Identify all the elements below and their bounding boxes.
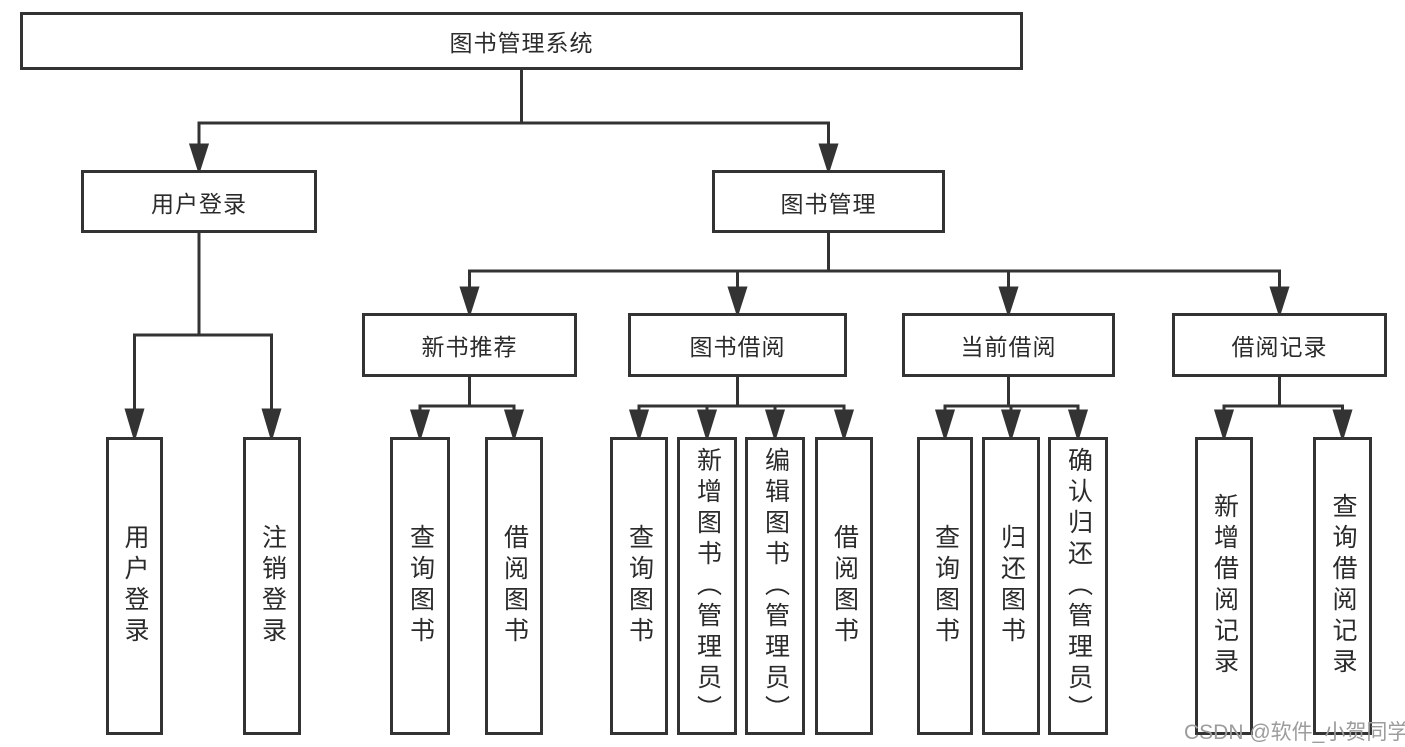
arrowhead bbox=[727, 286, 748, 318]
leaf-borrow-edit-books-admin: 编辑图书（管理员） bbox=[745, 437, 805, 735]
arrowhead bbox=[1000, 409, 1022, 443]
arrowhead bbox=[1269, 286, 1290, 318]
node-book-management: 图书管理 bbox=[712, 170, 945, 233]
arrowhead bbox=[1067, 409, 1089, 443]
arrowhead bbox=[833, 409, 855, 443]
arrowhead bbox=[696, 409, 718, 443]
arrowhead bbox=[188, 143, 210, 175]
leaf-logout: 注销登录 bbox=[243, 437, 301, 735]
arrowhead bbox=[818, 143, 839, 175]
leaf-current-return-books: 归还图书 bbox=[982, 437, 1040, 735]
arrowhead bbox=[261, 408, 282, 443]
leaf-current-query-books: 查询图书 bbox=[917, 437, 973, 735]
arrowhead bbox=[1332, 409, 1353, 443]
leaf-borrow-add-books-admin: 新增图书（管理员） bbox=[677, 437, 737, 735]
leaf-borrow-borrow-books: 借阅图书 bbox=[815, 437, 873, 735]
leaf-recommend-query-books: 查询图书 bbox=[390, 437, 450, 735]
node-book-borrowing: 图书借阅 bbox=[628, 313, 847, 377]
leaf-borrow-query-books: 查询图书 bbox=[610, 437, 668, 735]
leaf-records-add-borrow-record: 新增借阅记录 bbox=[1195, 437, 1253, 735]
arrowhead bbox=[409, 409, 431, 443]
leaf-records-query-borrow-record: 查询借阅记录 bbox=[1313, 437, 1372, 735]
arrowhead bbox=[628, 409, 650, 443]
node-library-system: 图书管理系统 bbox=[20, 12, 1023, 70]
csdn-watermark: CSDN @软件_小贺同学 bbox=[1184, 721, 1405, 744]
arrowhead bbox=[124, 408, 145, 443]
node-current-borrowing: 当前借阅 bbox=[902, 313, 1115, 377]
arrowhead bbox=[1213, 409, 1235, 443]
arrowhead bbox=[459, 286, 480, 318]
leaf-user-login: 用户登录 bbox=[106, 437, 163, 735]
node-new-book-recommend: 新书推荐 bbox=[362, 313, 577, 377]
arrowhead bbox=[998, 286, 1019, 318]
node-borrowing-records: 借阅记录 bbox=[1172, 313, 1387, 377]
leaf-recommend-borrow-books: 借阅图书 bbox=[485, 437, 543, 735]
arrowhead bbox=[764, 409, 786, 443]
arrowhead bbox=[503, 409, 525, 443]
arrowhead bbox=[934, 409, 956, 443]
leaf-current-confirm-return-admin: 确认归还（管理员） bbox=[1048, 437, 1108, 735]
node-user-login: 用户登录 bbox=[81, 170, 317, 233]
